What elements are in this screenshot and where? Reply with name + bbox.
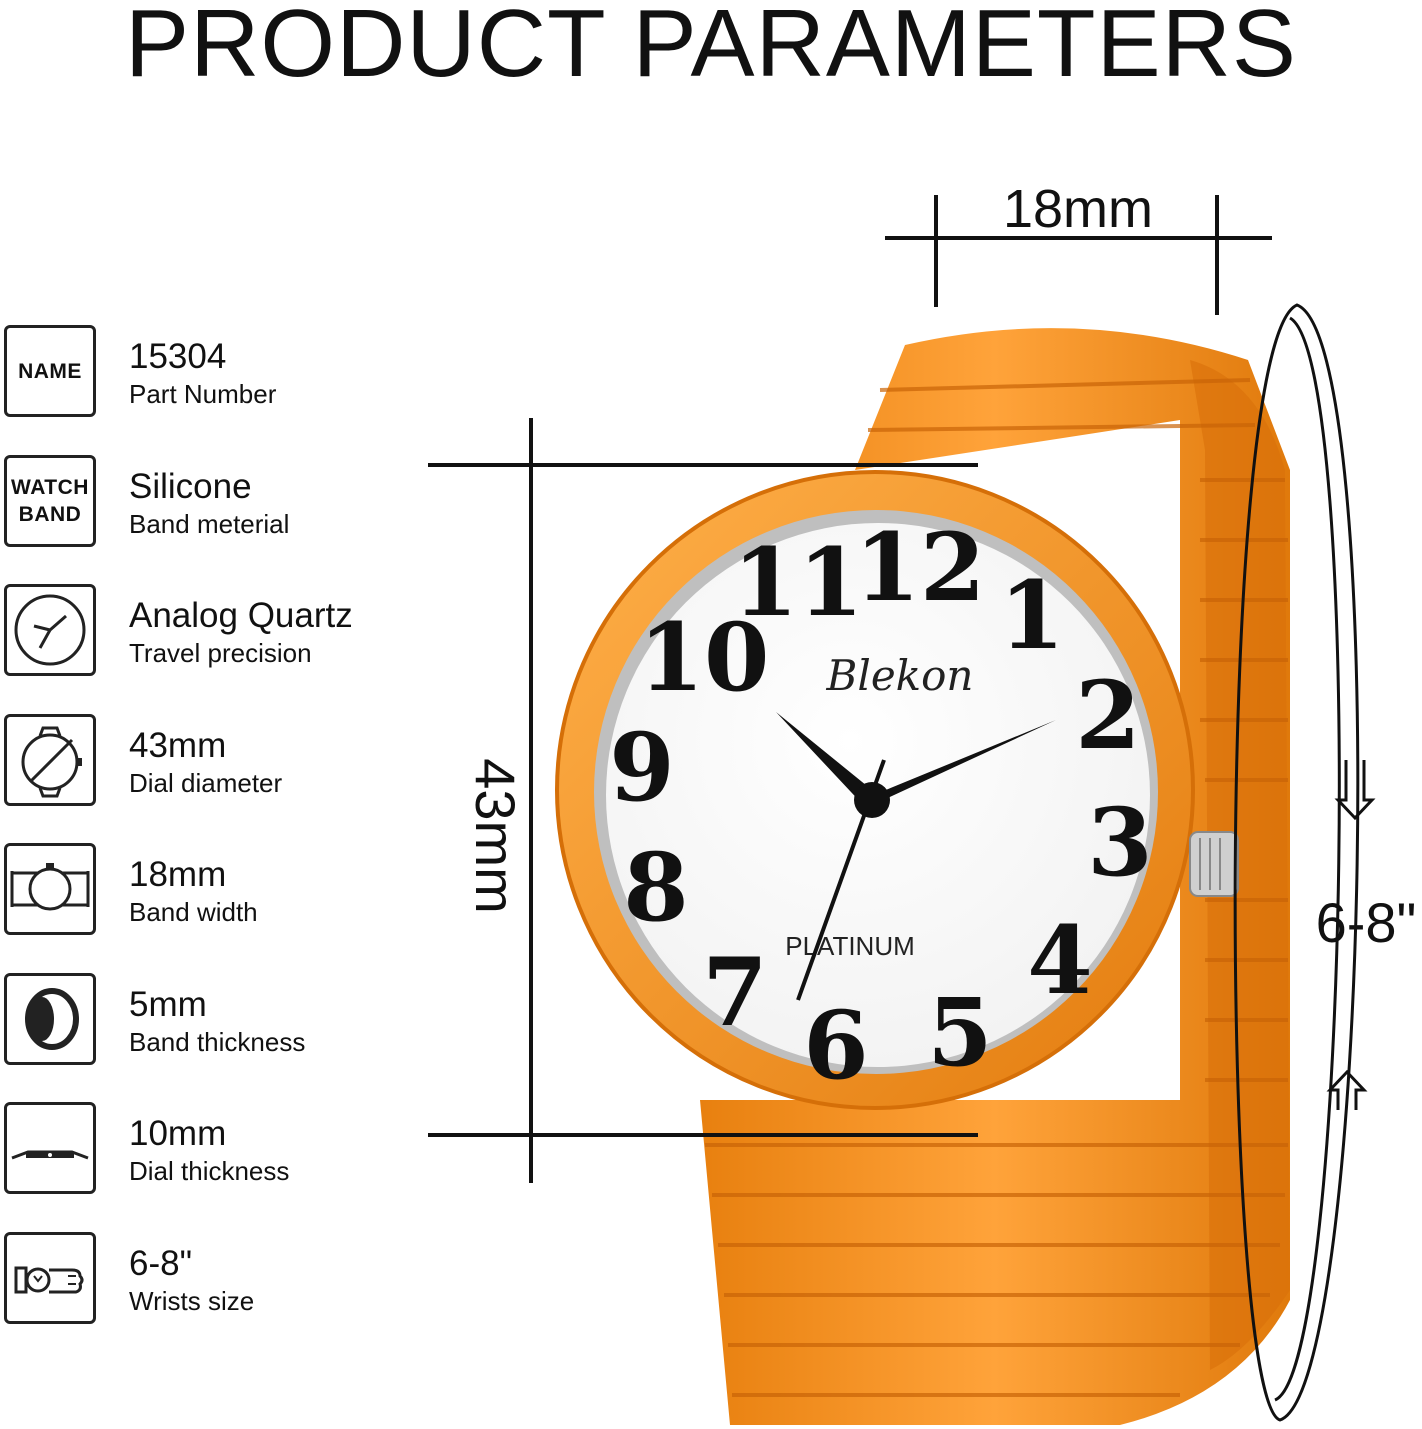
numeral-7: 7: [702, 938, 767, 1048]
name-tag-icon: NAME: [4, 325, 96, 417]
param-label: Band meterial: [129, 509, 290, 539]
param-value: Silicone: [129, 467, 252, 506]
param-label: Dial diameter: [129, 768, 283, 798]
page-title: PRODUCT PARAMETERS: [125, 0, 1297, 97]
dial-diameter-icon: [4, 714, 96, 806]
numeral-9: 9: [609, 713, 674, 823]
dial-thickness-icon: [4, 1102, 96, 1194]
watch-band: [700, 328, 1290, 1425]
dial-text: PLATINUM: [785, 931, 915, 961]
numeral-10: 10: [639, 603, 770, 713]
param-row-dial-diameter: 43mm Dial diameter: [4, 714, 424, 810]
dial-diameter-label: 43mm: [464, 758, 527, 914]
param-label: Part Number: [129, 379, 277, 409]
dial-diameter-dimension: [428, 418, 978, 1183]
param-label: Band thickness: [129, 1027, 306, 1057]
numeral-2: 2: [1075, 661, 1140, 771]
param-label: Dial thickness: [129, 1156, 290, 1186]
numeral-5: 5: [927, 978, 992, 1088]
param-row-movement: Analog Quartz Travel precision: [4, 584, 424, 680]
numeral-4: 4: [1027, 906, 1092, 1016]
watch-hands: [776, 712, 1056, 1001]
param-value: 15304: [129, 337, 227, 376]
param-value: 5mm: [129, 985, 207, 1024]
param-row-wrist-size: 6-8" Wrists size: [4, 1232, 424, 1328]
numeral-11: 11: [733, 528, 864, 638]
param-value: 10mm: [129, 1114, 227, 1153]
param-label: Band width: [129, 897, 258, 927]
dial-numerals: 12 1 2 3 4 5 6 7 8 9 10 11: [609, 513, 1152, 1101]
watch-crown: [1189, 831, 1239, 897]
param-value: 6-8": [129, 1244, 193, 1283]
clock-face-icon: [4, 584, 96, 676]
watch-band-icon: WATCH BAND: [4, 455, 96, 547]
param-row-band-width: 18mm Band width: [4, 843, 424, 939]
band-width-dimension: [885, 195, 1272, 315]
param-label: Travel precision: [129, 638, 312, 668]
numeral-12: 12: [855, 513, 986, 623]
param-label: Wrists size: [129, 1286, 255, 1316]
band-width-icon: [4, 843, 96, 935]
band-thickness-icon: [4, 973, 96, 1065]
param-value: 18mm: [129, 855, 227, 894]
band-width-label: 18mm: [1003, 179, 1153, 239]
numeral-8: 8: [623, 833, 688, 943]
param-row-part-number: NAME 15304 Part Number: [4, 325, 424, 421]
param-row-band-material: WATCH BAND Silicone Band meterial: [4, 455, 424, 551]
param-row-band-thickness: 5mm Band thickness: [4, 973, 424, 1069]
param-value: 43mm: [129, 726, 227, 765]
wrist-size-icon: [4, 1232, 96, 1324]
param-value: Analog Quartz: [129, 596, 353, 635]
brand-logo: Blekon: [826, 651, 974, 700]
numeral-3: 3: [1087, 788, 1152, 898]
wrist-size-dimension: [1233, 303, 1376, 1422]
numeral-6: 6: [803, 991, 868, 1101]
numeral-1: 1: [999, 561, 1064, 671]
wrist-size-label: 6-8": [1316, 891, 1417, 954]
param-row-dial-thickness: 10mm Dial thickness: [4, 1102, 424, 1198]
